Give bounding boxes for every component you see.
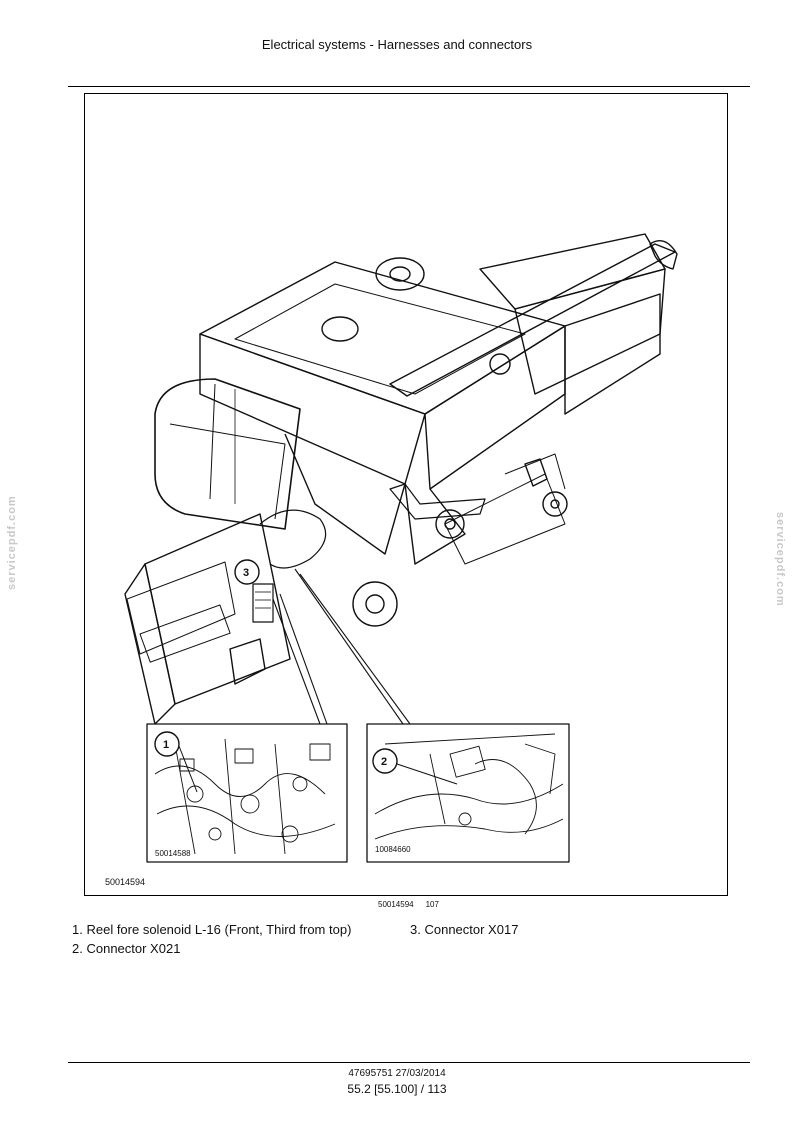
callout-1-label: 1 bbox=[163, 739, 169, 751]
callout-1-circle bbox=[154, 731, 180, 757]
header-rule bbox=[68, 86, 750, 87]
callout-2-circle bbox=[372, 748, 398, 774]
footer-page-number: 55.2 [55.100] / 113 bbox=[347, 1082, 447, 1096]
figure-caption-code: 50014594 bbox=[378, 900, 414, 909]
legend-item: 3. Connector X017 bbox=[410, 922, 518, 937]
watermark-left: servicepdf.com bbox=[6, 495, 18, 590]
callout-3-circle bbox=[234, 559, 260, 585]
page-header-title: Electrical systems - Harnesses and conne… bbox=[261, 37, 533, 52]
legend-item-text: Connector X017 bbox=[424, 922, 519, 937]
callout-3-label: 3 bbox=[243, 567, 249, 579]
callout-2-label: 2 bbox=[381, 756, 387, 768]
legend-item-number: 3. bbox=[410, 922, 421, 937]
inset-detail-right bbox=[366, 723, 570, 863]
figure-caption-number: 107 bbox=[425, 900, 439, 909]
figure-frame-code: 50014594 bbox=[105, 877, 146, 887]
legend-item-number: 2. bbox=[72, 941, 83, 956]
footer-rule bbox=[68, 1062, 750, 1063]
legend-item: 1. Reel fore solenoid L-16 (Front, Third… bbox=[72, 922, 351, 937]
footer-doc-reference: 47695751 27/03/2014 bbox=[348, 1068, 446, 1079]
inset-right-code: 10084660 bbox=[375, 845, 411, 854]
inset-left-code: 50014588 bbox=[155, 849, 191, 858]
machine-illustration: 3 1 2 50014588 10084660 bbox=[124, 233, 678, 863]
callout-leader-lines bbox=[272, 568, 411, 725]
legend-item-text: Reel fore solenoid L-16 (Front, Third fr… bbox=[86, 922, 352, 937]
figure-caption: 50014594 107 bbox=[378, 900, 451, 909]
watermark-right: servicepdf.com bbox=[774, 512, 786, 607]
callout-circles bbox=[154, 559, 458, 793]
figure-frame: 3 1 2 50014588 10084660 50014594 bbox=[84, 93, 728, 896]
legend-item-text: Connector X021 bbox=[86, 941, 181, 956]
combine-body-drawing bbox=[124, 233, 678, 725]
legend-item: 2. Connector X021 bbox=[72, 941, 180, 956]
legend-item-number: 1. bbox=[72, 922, 83, 937]
inset-detail-left bbox=[146, 723, 348, 863]
